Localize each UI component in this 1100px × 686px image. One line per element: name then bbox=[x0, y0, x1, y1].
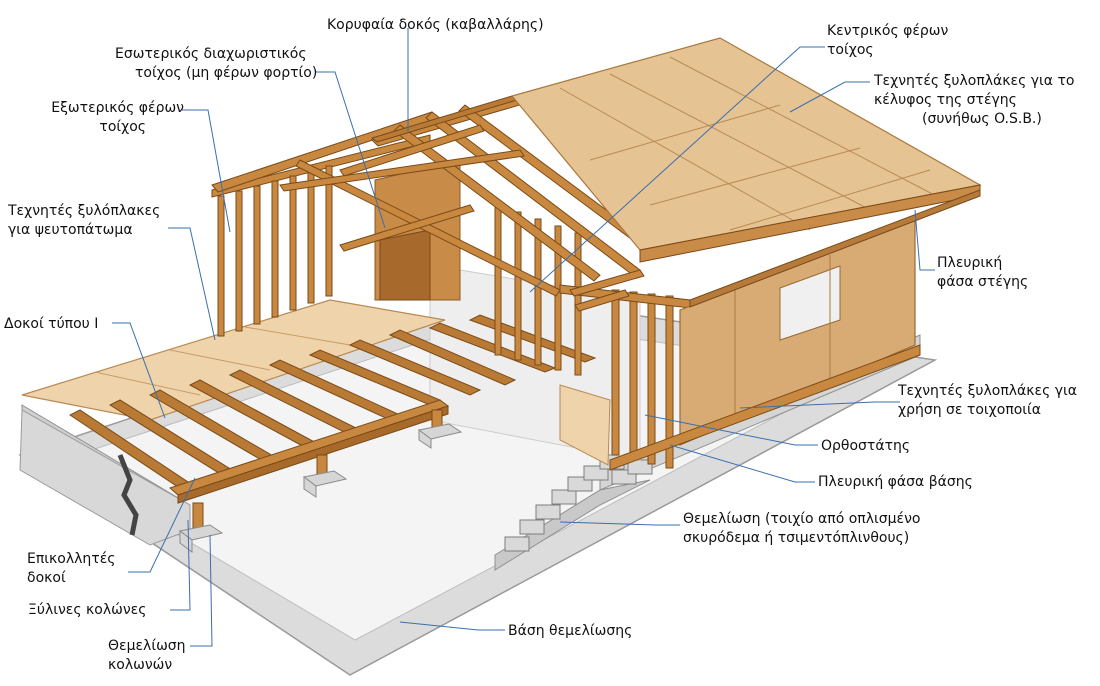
wall-sheathing bbox=[679, 219, 916, 446]
partition-doorway bbox=[379, 229, 431, 301]
subfloor-panels bbox=[21, 299, 446, 421]
glulam-beam-side bbox=[177, 405, 449, 504]
label-foundation-footing: Βάση θεμελίωσης bbox=[508, 623, 633, 639]
label-exterior-bearing-wall: Εξωτερικός φέρων τοίχος bbox=[51, 100, 184, 135]
label-i-joists: Δοκοί τύπου Ι bbox=[4, 316, 99, 332]
roof-sheathing bbox=[510, 37, 982, 251]
label-roof-sheathing: Τεχνητές ξυλοπλάκες για το κέλυφος της σ… bbox=[874, 73, 1075, 127]
rim-joist bbox=[609, 344, 921, 471]
label-wall-sheathing: Τεχνητές ξυλοπλάκες για χρήση σε τοιχοπο… bbox=[898, 383, 1077, 418]
label-foundation-wall: Θεμελίωση (τοιχίο από οπλισμένο σκυρόδεμ… bbox=[683, 511, 921, 546]
label-subfloor-panels: Τεχνητές ξυλόπλακες για ψευτοπάτωμα bbox=[8, 203, 161, 238]
floor-i-joists bbox=[69, 314, 597, 496]
label-studs: Ορθοστάτης bbox=[821, 438, 911, 454]
label-roof-fascia: Πλευρική φάσα στέγης bbox=[937, 255, 1029, 290]
label-rim-joist: Πλευρική φάσα βάσης bbox=[818, 474, 973, 490]
label-ridge-beam: Κορυφαία δοκός (καβαλλάρης) bbox=[327, 17, 544, 33]
leader-lines bbox=[112, 28, 935, 647]
label-column-footings: Θεμελίωση κολωνών bbox=[108, 638, 186, 673]
roof-trusses bbox=[211, 95, 661, 312]
fascia-underside bbox=[689, 189, 981, 308]
exterior-wall-studs bbox=[211, 134, 431, 337]
label-glulam-beams: Επικολλητές δοκοί bbox=[27, 551, 116, 586]
subfloor-edge-panel bbox=[559, 384, 611, 466]
label-partition-wall: Εσωτερικός διαχωριστικός τοίχος (μη φέρω… bbox=[115, 46, 318, 81]
label-center-bearing-wall: Κεντρικός φέρων τοίχος bbox=[827, 23, 949, 58]
label-wood-columns: Ξύλινες κολώνες bbox=[28, 602, 147, 618]
